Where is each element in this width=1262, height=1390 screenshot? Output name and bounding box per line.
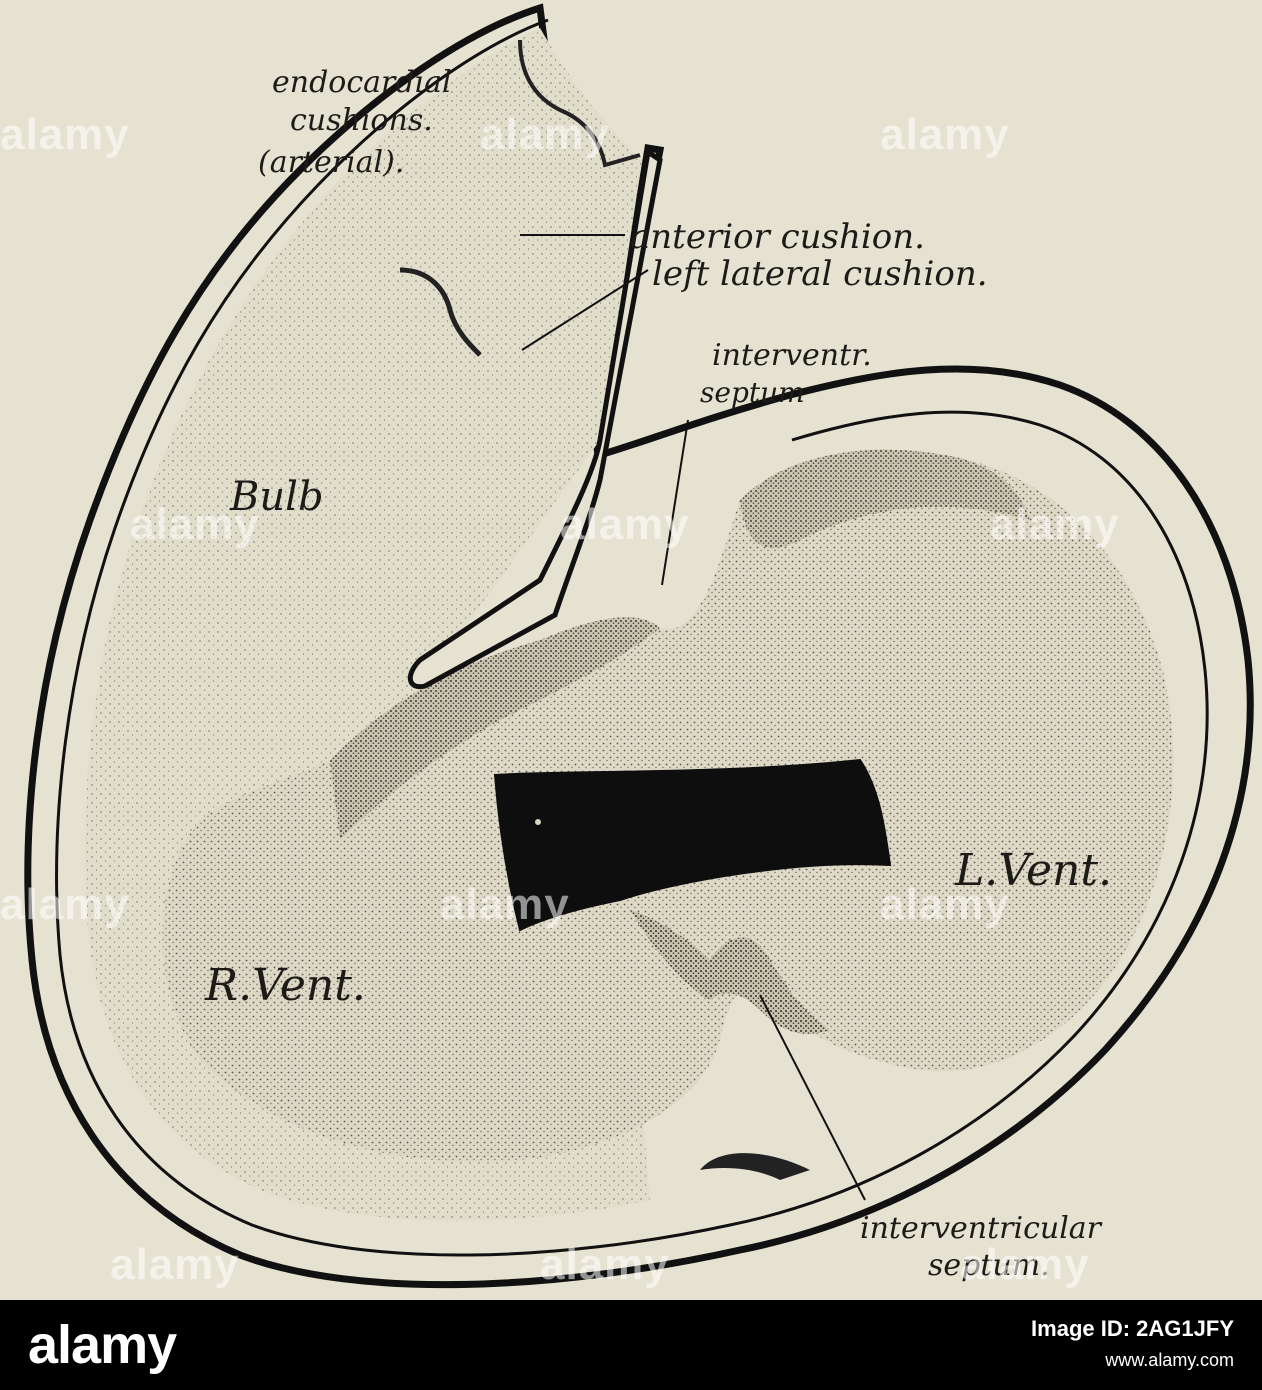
watermark: alamy (990, 500, 1120, 549)
watermark: alamy (130, 500, 260, 549)
interventricular-foramen (493, 758, 892, 932)
apex-notch (700, 1153, 810, 1180)
label-bulb: Bulb (229, 474, 324, 520)
watermark: alamy (440, 880, 570, 929)
watermark: alamy (960, 1240, 1090, 1289)
watermark: alamy (560, 500, 690, 549)
foramen-dot (535, 819, 541, 825)
endocardial-ridge-upper (518, 39, 641, 168)
label-interventr-septum: septum (700, 376, 805, 409)
figure-plate: endocardial cushions. (arterial). anteri… (0, 3, 1254, 1289)
label-interventr: interventr. (712, 338, 872, 373)
dense-shading-right (740, 449, 1030, 548)
watermark: alamy (110, 1240, 240, 1289)
heart-diagram: endocardial cushions. (arterial). anteri… (24, 3, 1254, 1289)
label-endocardial: endocardial (272, 65, 452, 100)
watermark: alamy (0, 110, 130, 159)
endocardial-ridge-lower (399, 267, 482, 357)
dense-shading-left (330, 617, 660, 840)
footer-meta: Image ID: 2AG1JFY www.alamy.com (1031, 1316, 1234, 1371)
label-interventricular-septum: septum. (928, 1248, 1050, 1283)
septum-notch (630, 910, 830, 1034)
alamy-logo[interactable]: alamy (28, 1315, 177, 1375)
label-interventricular: interventricular (860, 1211, 1103, 1246)
leader-left-lateral (521, 269, 649, 351)
watermark: alamy (0, 880, 130, 929)
image-id: Image ID: 2AG1JFY (1031, 1316, 1234, 1341)
leader-interventr-top (661, 419, 689, 586)
label-r-vent: R.Vent. (204, 960, 366, 1011)
label-arterial: (arterial). (258, 145, 404, 180)
footer-bar: alamy Image ID: 2AG1JFY www.alamy.com (0, 1300, 1262, 1390)
bulbar-partition (408, 147, 663, 690)
watermark: alamy (880, 880, 1010, 929)
label-cushions: cushions. (290, 103, 433, 138)
watermark: alamy (540, 1240, 670, 1289)
label-anterior-cushion: anterior cushion. (630, 217, 925, 257)
label-l-vent: L.Vent. (954, 845, 1112, 896)
leader-interventricular-bottom (759, 994, 866, 1201)
outer-wall (24, 3, 1254, 1289)
watermark: alamy (880, 110, 1010, 159)
label-left-lateral-cushion: left lateral cushion. (652, 254, 988, 294)
site-url[interactable]: www.alamy.com (1105, 1350, 1234, 1370)
watermark: alamy (480, 110, 610, 159)
inner-wall (55, 18, 1209, 1257)
